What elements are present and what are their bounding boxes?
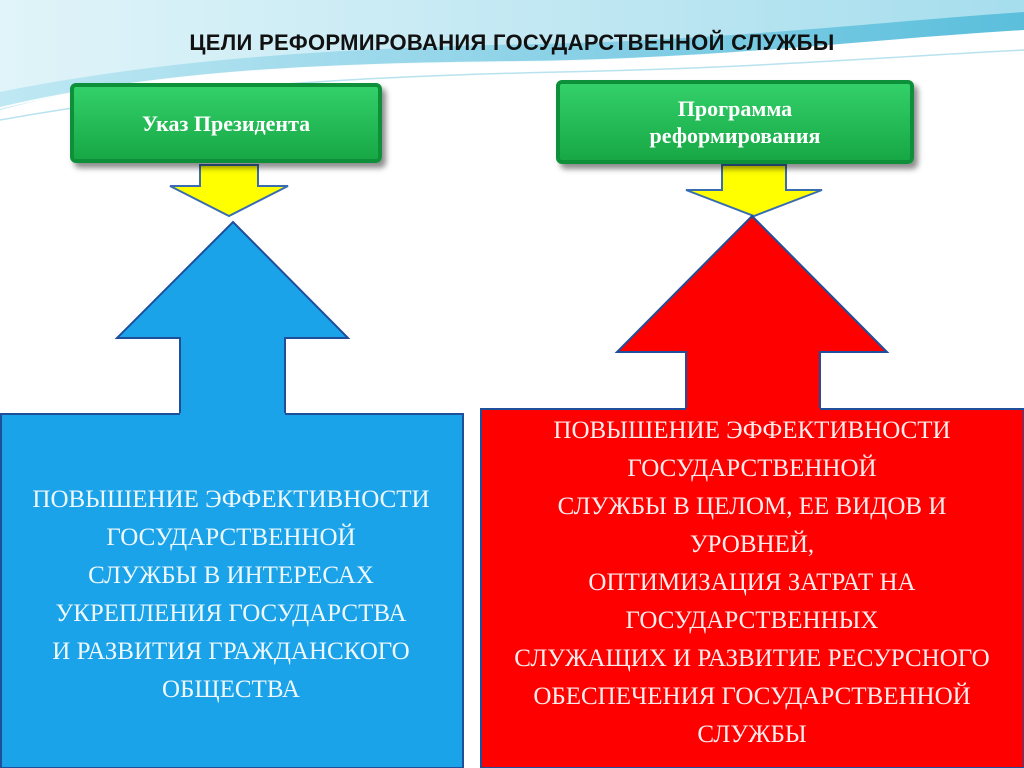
- slide-title: ЦЕЛИ РЕФОРМИРОВАНИЯ ГОСУДАРСТВЕННОЙ СЛУЖ…: [189, 30, 835, 55]
- decorative-wave-header: [0, 0, 1024, 121]
- left-goal-arrow: [114, 220, 351, 416]
- right-goal-arrow: [614, 214, 890, 411]
- source-label-left: Указ Президента: [141, 110, 311, 136]
- right-goal-box: [480, 408, 1024, 768]
- source-label-right: Программа реформирования: [649, 96, 821, 148]
- right-goal-text: ПОВЫШЕНИЕ ЭФФЕКТИВНОСТИ ГОСУДАРСТВЕННОЙ …: [514, 417, 990, 748]
- source-box-reform-program: Программа реформирования: [556, 80, 914, 164]
- source-box-presidential-decree: Указ Президента: [70, 83, 382, 163]
- left-goal-box: [0, 413, 464, 768]
- left-goal-text: ПОВЫШЕНИЕ ЭФФЕКТИВНОСТИ ГОСУДАРСТВЕННОЙ …: [32, 486, 430, 703]
- down-arrow-right: [685, 164, 823, 218]
- down-arrow-left: [169, 164, 289, 218]
